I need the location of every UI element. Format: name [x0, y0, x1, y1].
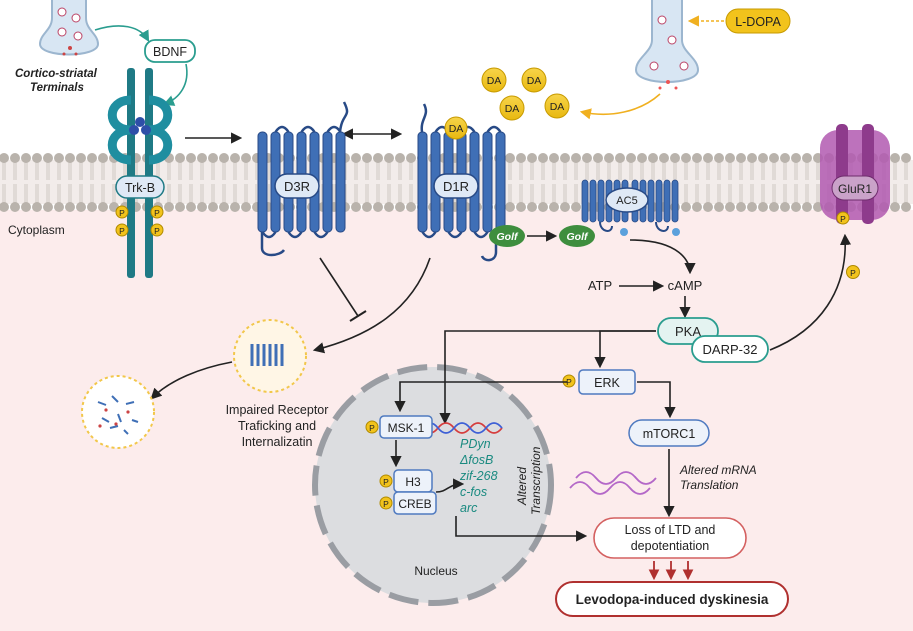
- gene-pdyn: PDyn: [460, 437, 491, 451]
- pka-label: PKA: [675, 324, 701, 339]
- gene-cfos: c-fos: [460, 485, 487, 499]
- erk-label: ERK: [594, 376, 620, 390]
- terminals-label-1: Cortico-striatal: [15, 68, 98, 80]
- phospho-label: P: [119, 208, 125, 218]
- altered-transcription-label-1: Altered: [515, 467, 529, 506]
- darp32-box: DARP-32: [691, 335, 769, 363]
- inhibition-bar: [349, 310, 367, 322]
- phospho-label: P: [850, 268, 856, 278]
- loss-of-ltd-label-1: Loss of LTD and: [625, 523, 716, 537]
- gene-zif268: zif-268: [459, 469, 498, 483]
- creb-box: P CREB: [379, 491, 437, 515]
- darp32-label: DARP-32: [703, 342, 758, 357]
- golf-ac5: Golf: [559, 225, 595, 247]
- loss-of-ltd-label-2: depotentiation: [631, 539, 710, 553]
- impaired-label-3: Internalizatin: [242, 435, 313, 449]
- ac5-to-camp-arrow: [629, 239, 696, 275]
- pka-to-gene-arrow: [439, 330, 656, 425]
- phospho-label: P: [119, 226, 125, 236]
- gene-fosb: ΔfosB: [459, 453, 493, 467]
- da-label: DA: [550, 101, 565, 113]
- altered-mrna-label-1: Altered mRNA: [679, 463, 757, 477]
- golf-label: Golf: [497, 231, 519, 243]
- camp-label: cAMP: [668, 278, 703, 293]
- glur1-receptor: GluR1 P: [820, 124, 890, 225]
- bdnf-label: BDNF: [153, 45, 187, 59]
- to-degradation-arrow: [150, 361, 233, 400]
- free-phospho: P: [846, 265, 860, 279]
- d1r-label-box: D1R: [433, 173, 479, 199]
- phospho-label: P: [383, 477, 389, 487]
- altered-mrna-label-2: Translation: [680, 478, 739, 492]
- ltd-to-dyskinesia-arrows: [648, 561, 694, 581]
- mtorc1-label: mTORC1: [643, 427, 696, 441]
- golf-d1r: Golf: [489, 225, 525, 247]
- d3r-label-box: D3R: [274, 173, 320, 199]
- trkb-phospho-sites: P P P P: [115, 205, 164, 237]
- phospho-label: P: [566, 377, 572, 387]
- impaired-label-2: Traficking and: [238, 419, 316, 433]
- phospho-label: P: [840, 214, 846, 224]
- da-label: DA: [449, 123, 464, 135]
- dopaminergic-terminal: [634, 0, 700, 90]
- trkb-label: Trk-B: [125, 181, 155, 195]
- golf-label: Golf: [567, 231, 589, 243]
- glur1-label: GluR1: [838, 182, 872, 196]
- dyskinesia-box: Levodopa-induced dyskinesia: [555, 581, 789, 617]
- pka-to-erk-arrow: [594, 330, 656, 369]
- terminal-to-bdnf-arrow: [94, 25, 150, 42]
- loss-of-ltd-box: Loss of LTD and depotentiation: [593, 517, 747, 559]
- d3r-inhibition-line: [319, 257, 359, 317]
- genes-to-ltd-arrow: [455, 516, 588, 542]
- creb-label: CREB: [398, 497, 431, 511]
- endosome-vesicle: [233, 319, 307, 393]
- da-bound-to-d1r: DA: [444, 116, 468, 140]
- ldopa-label: L-DOPA: [735, 15, 781, 29]
- phospho-label: P: [383, 499, 389, 509]
- ac5-label: AC5: [616, 195, 637, 207]
- creb-to-genes-arrow: [435, 478, 465, 493]
- erk-to-mtorc1-arrow: [637, 381, 676, 419]
- phospho-label: P: [154, 226, 160, 236]
- nucleus-label: Nucleus: [414, 564, 457, 578]
- impaired-label-1: Impaired Receptor: [226, 403, 329, 417]
- mtorc1-box: mTORC1: [628, 419, 710, 447]
- da-release-arrow: [579, 93, 661, 120]
- atp-label: ATP: [588, 278, 612, 293]
- altered-transcription-label-2: Transcription: [529, 446, 543, 515]
- cortico-striatal-terminal: [38, 0, 100, 56]
- ac5-label-box: AC5: [605, 187, 649, 213]
- terminals-label-2: Terminals: [30, 82, 84, 94]
- d1r-label: D1R: [443, 179, 469, 194]
- bdnf-box: BDNF: [144, 39, 196, 63]
- darp32-to-glur1-arrow: [769, 233, 852, 351]
- phospho-label: P: [154, 208, 160, 218]
- mrna-strands: [569, 471, 657, 495]
- msk1-label: MSK-1: [388, 421, 425, 435]
- gene-arc: arc: [460, 501, 478, 515]
- msk1-box: P MSK-1: [365, 415, 433, 439]
- ldopa-pill: L-DOPA: [725, 8, 791, 34]
- dyskinesia-label: Levodopa-induced dyskinesia: [576, 592, 769, 607]
- h3-box: P H3: [379, 469, 433, 493]
- degradation-vesicle: [81, 375, 155, 449]
- h3-label: H3: [405, 475, 421, 489]
- trkb-receptor: Trk-B: [107, 68, 173, 278]
- bdnf-to-trkb-arrow: [162, 63, 188, 106]
- free-da-molecules: DA DA DA DA: [481, 67, 570, 121]
- phospho-label: P: [369, 423, 375, 433]
- erk-box: P ERK: [562, 369, 636, 395]
- erk-to-msk1-arrow: [394, 381, 567, 413]
- da-label: DA: [527, 75, 542, 87]
- d1r-internalization-arrow: [312, 257, 431, 354]
- cytoplasm-label: Cytoplasm: [8, 223, 65, 237]
- da-label: DA: [487, 75, 502, 87]
- da-label: DA: [505, 103, 520, 115]
- d3r-label: D3R: [284, 179, 310, 194]
